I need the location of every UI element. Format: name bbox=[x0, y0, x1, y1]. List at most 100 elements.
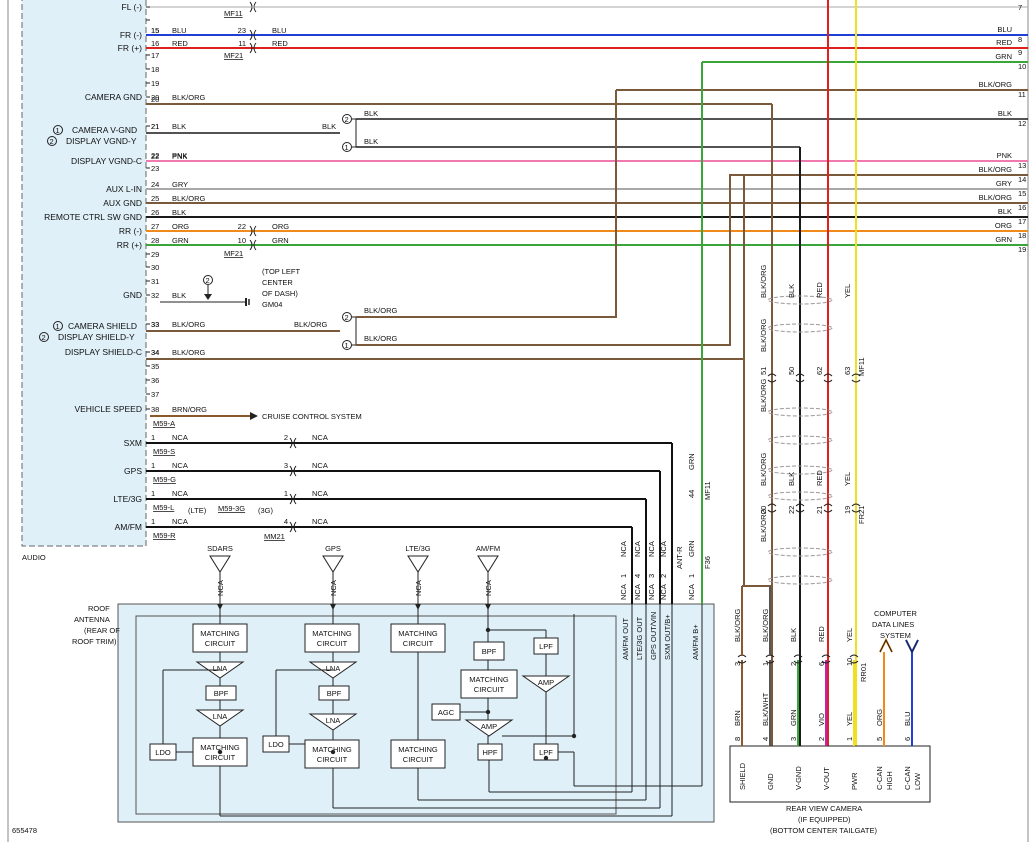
connector-symbol bbox=[253, 29, 257, 41]
connector-symbol bbox=[795, 503, 805, 507]
camera-pin-name: SHIELD bbox=[738, 762, 747, 790]
wire-color-code: BLK/ORG bbox=[364, 334, 398, 343]
svg-text:CRUISE CONTROL SYSTEM: CRUISE CONTROL SYSTEM bbox=[262, 412, 362, 421]
connector-id: MF11 bbox=[224, 9, 243, 18]
pin-number: 26 bbox=[151, 208, 159, 217]
splice bbox=[352, 118, 357, 148]
wire-color-code: BLK/ORG bbox=[759, 508, 768, 542]
connector-pin: 3 bbox=[733, 662, 742, 666]
camera-pin-name: C-CAN bbox=[875, 766, 884, 790]
antenna-output-label: AM/FM OUT bbox=[621, 618, 630, 660]
option-marker bbox=[342, 142, 352, 152]
antenna-name: AM/FM bbox=[476, 544, 500, 553]
wire-color-code: ORG bbox=[995, 221, 1012, 230]
svg-text:DISPLAY VGND-Y: DISPLAY VGND-Y bbox=[66, 136, 137, 146]
pin-label: CAMERA GND bbox=[85, 92, 142, 102]
connector-pin: 19 bbox=[843, 506, 852, 514]
wire-color-code: PNK bbox=[172, 151, 187, 160]
svg-text:CAMERA SHIELD: CAMERA SHIELD bbox=[68, 321, 137, 331]
junction bbox=[485, 627, 491, 633]
shield-oval bbox=[767, 323, 833, 333]
wire-color-code: ORG bbox=[172, 222, 189, 231]
pin-number: 1 bbox=[151, 433, 155, 442]
wire-color-code: NCA bbox=[312, 461, 328, 470]
camera-pin-name: PWR bbox=[850, 772, 859, 790]
connector-id: MF21 bbox=[224, 249, 243, 258]
pin-label: VEHICLE SPEED bbox=[74, 404, 142, 414]
connector-symbol bbox=[795, 379, 805, 383]
connector-pin: 3 bbox=[647, 574, 656, 578]
wire-color-code: YEL bbox=[845, 628, 854, 642]
wire-color-code: BLK/ORG bbox=[979, 80, 1013, 89]
wire-color-code: BLK/ORG bbox=[759, 318, 768, 352]
connector-pin: 2 bbox=[789, 662, 798, 666]
wire-color-code: RED bbox=[817, 626, 826, 642]
wire-color-code: NCA bbox=[484, 580, 493, 596]
wire-color-code: NCA bbox=[312, 517, 328, 526]
pin-label: REMOTE CTRL SW GND bbox=[44, 212, 142, 222]
junction bbox=[571, 733, 577, 739]
pin-number: 29 bbox=[151, 250, 159, 259]
right-pin-number: 13 bbox=[1018, 161, 1026, 170]
wire-color-code: BLK/ORG bbox=[172, 194, 206, 203]
connector-pin: 2 bbox=[659, 574, 668, 578]
connector-pin: 3 bbox=[284, 461, 288, 470]
wire-color-code: NCA bbox=[647, 584, 656, 600]
pin-label: FL (-) bbox=[122, 2, 143, 12]
svg-text:COMPUTER: COMPUTER bbox=[874, 609, 918, 618]
connector-symbol bbox=[851, 503, 861, 507]
splice bbox=[352, 316, 357, 346]
pin-number: 28 bbox=[151, 236, 159, 245]
option-number: 1 bbox=[345, 341, 349, 350]
connector-symbol bbox=[485, 604, 491, 610]
connector-symbol bbox=[253, 239, 257, 251]
connector-symbol bbox=[821, 660, 831, 664]
wire-color-code: RED bbox=[815, 282, 824, 298]
pin-number: 1 bbox=[151, 461, 155, 470]
pin-number: 21 bbox=[151, 122, 159, 131]
svg-text:DATA LINES: DATA LINES bbox=[872, 620, 914, 629]
antenna-output-label: SXM OUT/B+ bbox=[663, 614, 672, 660]
connector-symbol bbox=[793, 654, 803, 658]
connector-pin: 51 bbox=[759, 367, 768, 375]
pin-number: 19 bbox=[151, 79, 159, 88]
right-pin-number: 11 bbox=[1018, 90, 1026, 99]
connector-symbol bbox=[849, 660, 859, 664]
lpf-filter-text: LPF bbox=[539, 642, 553, 651]
rf-port-label: SXM bbox=[124, 438, 142, 448]
wire-color-code: RED bbox=[996, 38, 1012, 47]
wire-color-code: BLK bbox=[172, 291, 186, 300]
pin-number: 35 bbox=[151, 362, 159, 371]
pin-number: 30 bbox=[151, 263, 159, 272]
svg-text:ANTENNA: ANTENNA bbox=[74, 615, 110, 624]
right-pin-number: 18 bbox=[1018, 231, 1026, 240]
matching-circuit-text: MATCHING bbox=[312, 629, 352, 638]
connector-symbol bbox=[217, 604, 223, 610]
connector-symbol bbox=[765, 660, 775, 664]
connector-symbol bbox=[293, 493, 297, 505]
pin-number: 18 bbox=[151, 65, 159, 74]
pin-number: 33 bbox=[151, 320, 159, 329]
matching-circuit-text: CIRCUIT bbox=[317, 755, 348, 764]
rf-note: (3G) bbox=[258, 506, 274, 515]
connector-pin: 50 bbox=[787, 367, 796, 375]
rf-note: (LTE) bbox=[188, 506, 207, 515]
right-pin-number: 7 bbox=[1018, 3, 1022, 12]
wire-color-code: NCA bbox=[312, 489, 328, 498]
svg-text:1: 1 bbox=[56, 322, 60, 331]
matching-circuit-text: CIRCUIT bbox=[403, 639, 434, 648]
matching-circuit-text: CIRCUIT bbox=[205, 639, 236, 648]
matching-circuit-text: MATCHING bbox=[398, 629, 438, 638]
connector-pin: 10 bbox=[845, 658, 854, 666]
wire-color-code: NCA bbox=[619, 541, 628, 557]
rf-port-label: AM/FM bbox=[115, 522, 142, 532]
camera-pin-number: 8 bbox=[733, 737, 742, 741]
wire-color-code: BRN bbox=[733, 710, 742, 726]
wire-color-code: BLK/ORG bbox=[172, 348, 206, 357]
connector-symbol bbox=[253, 42, 257, 54]
pin-label: AUX GND bbox=[103, 198, 142, 208]
wire-color-code: GRN bbox=[789, 709, 798, 726]
wire-color-code: ORG bbox=[875, 709, 884, 726]
wire-color-code: GRN bbox=[995, 52, 1012, 61]
camera-pin-name: V-OUT bbox=[822, 767, 831, 790]
